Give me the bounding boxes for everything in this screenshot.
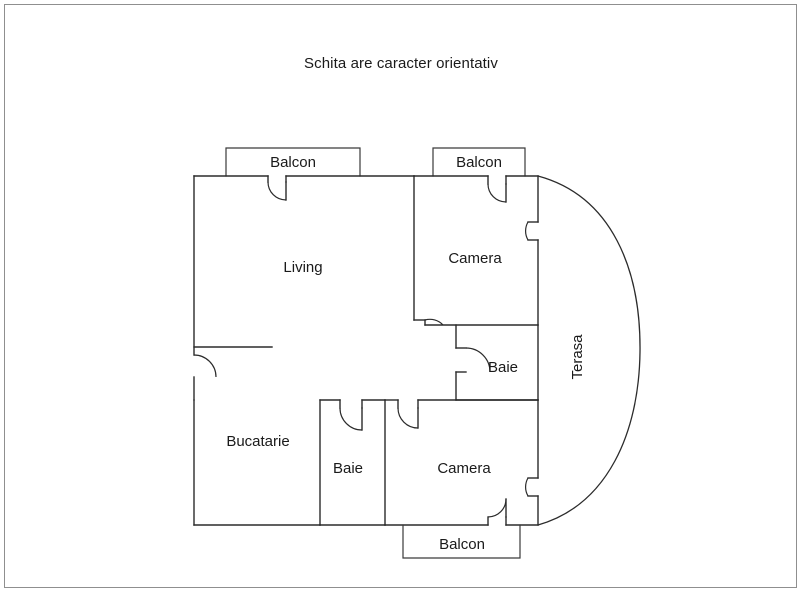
room-baie-bottom — [319, 399, 386, 526]
door-camera-bottom-terasa — [524, 477, 529, 497]
door-camera-top-terasa — [524, 221, 529, 241]
room-terasa — [537, 175, 641, 526]
label-baie-bottom: Baie — [333, 460, 363, 477]
room-camera-top — [413, 175, 539, 326]
room-balcon-top-left — [225, 147, 361, 177]
door-baie-top — [465, 347, 491, 373]
room-camera-bottom — [384, 399, 539, 526]
image-frame — [4, 4, 797, 588]
label-camera-bottom: Camera — [437, 460, 491, 477]
label-camera-top: Camera — [448, 250, 502, 267]
label-balcon-bottom: Balcon — [439, 536, 485, 553]
room-bucatarie — [193, 399, 321, 526]
label-terasa: Terasa — [569, 334, 586, 380]
door-living-camera-top — [424, 318, 444, 326]
page-title: Schita are caracter orientativ — [304, 55, 498, 72]
door-balcony-camera-top — [487, 183, 507, 203]
label-bucatarie: Bucatarie — [226, 433, 289, 450]
label-balcon-top-right: Balcon — [456, 154, 502, 171]
door-entry — [193, 354, 217, 401]
door-camera-bottom-balcon — [487, 498, 507, 518]
room-balcon-bottom — [402, 524, 521, 559]
door-camera-bottom-top — [397, 407, 419, 429]
door-balcony-living — [267, 181, 287, 201]
label-balcon-top-left: Balcon — [270, 154, 316, 171]
label-living: Living — [283, 259, 322, 276]
room-balcon-top-right — [432, 147, 526, 177]
door-baie-bottom — [339, 407, 363, 431]
room-living — [193, 175, 426, 356]
label-baie-top: Baie — [488, 359, 518, 376]
